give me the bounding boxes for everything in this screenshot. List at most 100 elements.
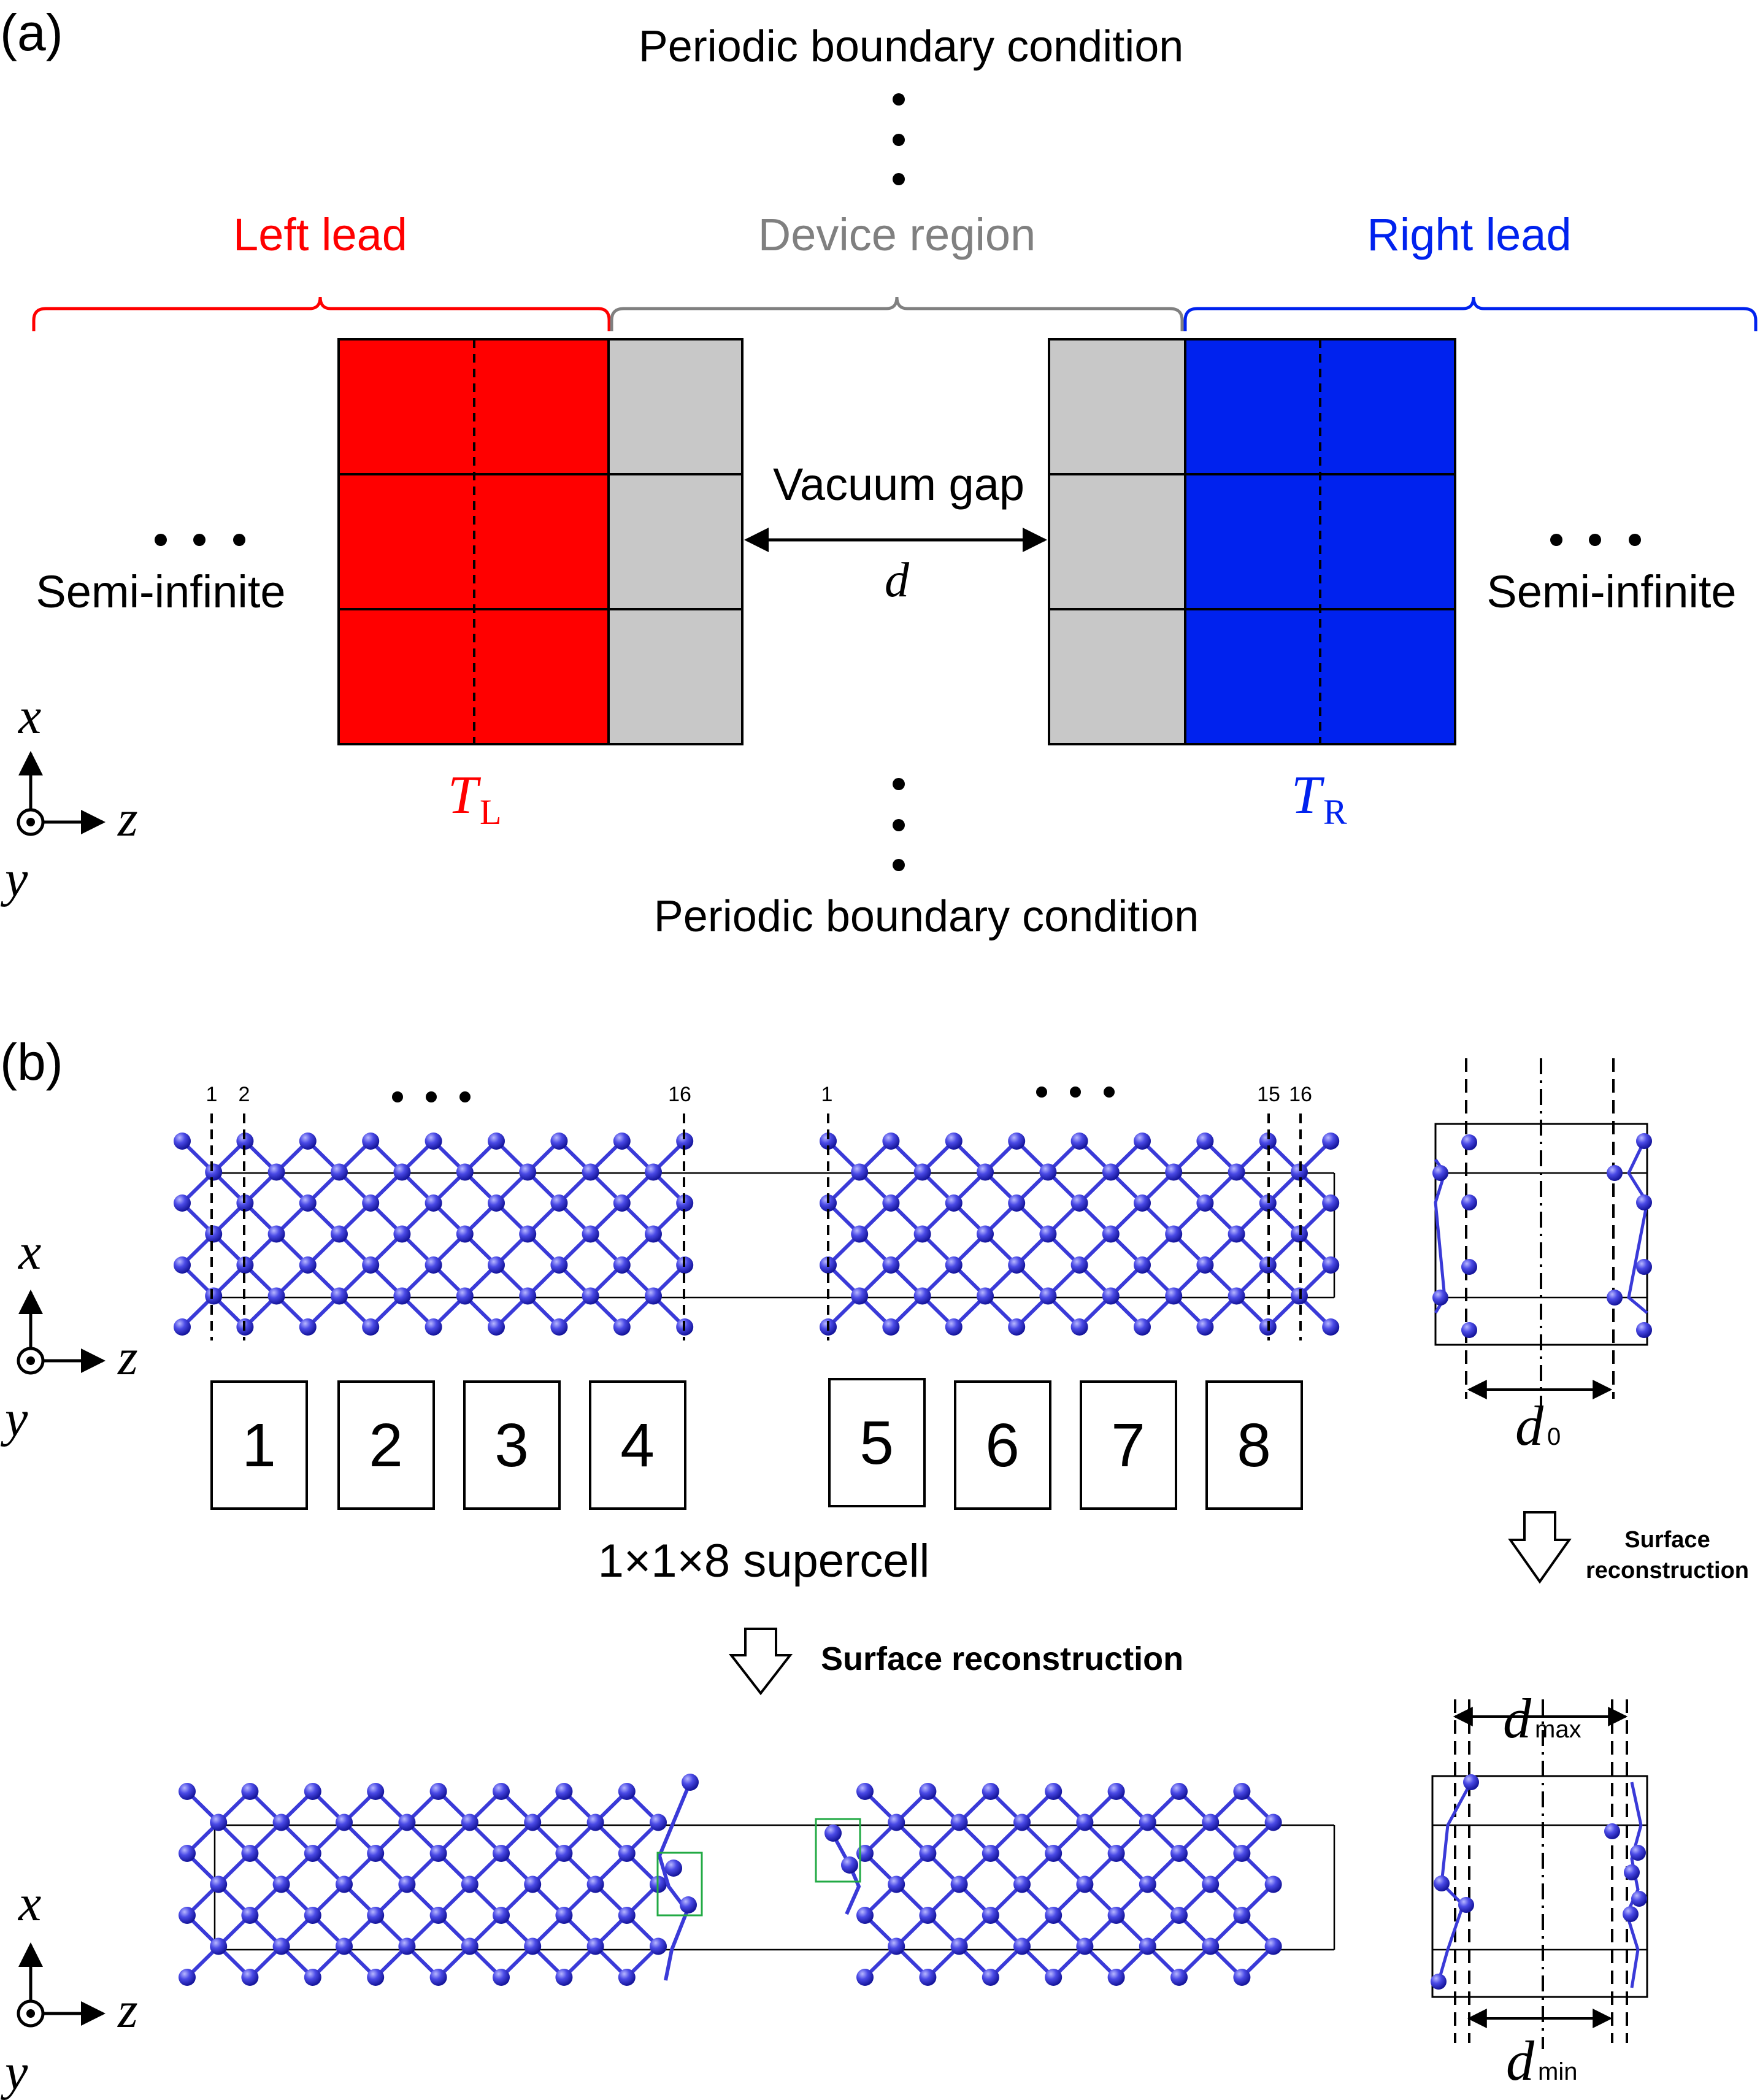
- t-left-main: T: [448, 766, 482, 825]
- atom: [1045, 1907, 1063, 1924]
- atom: [272, 1875, 290, 1893]
- atom: [210, 1813, 228, 1831]
- axis-z-b-top: z: [117, 1329, 138, 1386]
- atom: [1233, 1969, 1251, 1986]
- atom: [888, 1875, 905, 1893]
- atom: [241, 1845, 259, 1862]
- panel-b-label: (b): [0, 1033, 63, 1091]
- atom: [174, 1194, 191, 1212]
- atom: [524, 1813, 542, 1831]
- atom: [1134, 1256, 1151, 1274]
- axis-z-b-bottom: z: [117, 1982, 138, 2039]
- atom: [820, 1133, 837, 1150]
- d0-dimension: d 0: [1467, 1380, 1613, 1457]
- atom: [1322, 1133, 1340, 1150]
- atom: [856, 1969, 874, 1986]
- atom: [586, 1875, 604, 1893]
- pbc-bottom-ellipsis: [893, 778, 905, 871]
- atom: [367, 1783, 385, 1800]
- atom: [1045, 1969, 1063, 1986]
- atom: [519, 1225, 537, 1243]
- side-atom: [1431, 1974, 1447, 1990]
- atom: [393, 1287, 411, 1305]
- side-atom: [1604, 1823, 1620, 1839]
- atom: [493, 1845, 510, 1862]
- layer-label-left-2: 2: [239, 1083, 250, 1106]
- atom: [1107, 1907, 1125, 1924]
- atom: [179, 1907, 196, 1924]
- atom: [1045, 1845, 1063, 1862]
- atom: [882, 1133, 900, 1150]
- layer-label-right-16: 16: [1289, 1083, 1312, 1106]
- atom: [1233, 1783, 1251, 1800]
- atom: [524, 1875, 542, 1893]
- atom: [550, 1133, 568, 1150]
- atom: [174, 1318, 191, 1336]
- vacuum-gap-label: Vacuum gap: [773, 459, 1024, 510]
- t-left-label: T L: [448, 766, 501, 832]
- atom: [982, 1969, 999, 1986]
- atom: [888, 1937, 905, 1955]
- atom: [945, 1133, 963, 1150]
- atom: [945, 1194, 963, 1212]
- atom: [650, 1813, 667, 1831]
- atoms: [820, 1133, 1340, 1336]
- atom: [331, 1163, 348, 1181]
- pbc-top-ellipsis: [893, 93, 905, 185]
- atom: [582, 1287, 599, 1305]
- left-lead-label: Left lead: [233, 209, 407, 260]
- atom: [1165, 1225, 1183, 1243]
- reconstruction-label-reconstruction: reconstruction: [1586, 1558, 1749, 1583]
- atom: [1013, 1875, 1031, 1893]
- atoms: [179, 1783, 667, 1986]
- layer-label-left-1: 1: [206, 1083, 218, 1106]
- atom: [913, 1163, 931, 1181]
- atom: [1139, 1937, 1156, 1955]
- atom: [1139, 1813, 1156, 1831]
- side-cell-frame: [1431, 1775, 1648, 1998]
- atom: [398, 1937, 416, 1955]
- atom: [336, 1875, 353, 1893]
- atom: [367, 1969, 385, 1986]
- side-atom: [1607, 1290, 1623, 1306]
- device-region-label: Device region: [758, 209, 1036, 260]
- atom: [493, 1783, 510, 1800]
- atom: [1008, 1133, 1026, 1150]
- atom: [945, 1318, 963, 1336]
- atom: [1070, 1318, 1088, 1336]
- atom: [1139, 1875, 1156, 1893]
- atom: [210, 1875, 228, 1893]
- atom: [488, 1194, 505, 1212]
- atom: [272, 1937, 290, 1955]
- atom: [1202, 1937, 1220, 1955]
- atom: [950, 1875, 968, 1893]
- atom: [362, 1133, 380, 1150]
- atom: [1102, 1287, 1120, 1305]
- reconstruction-arrow-center: [728, 1628, 793, 1696]
- atom: [456, 1287, 474, 1305]
- atom: [393, 1225, 411, 1243]
- atom: [362, 1256, 380, 1274]
- atom: [493, 1969, 510, 1986]
- atom: [1134, 1318, 1151, 1336]
- layer-label-left-16: 16: [668, 1083, 691, 1106]
- atom: [851, 1287, 869, 1305]
- atom: [1322, 1256, 1340, 1274]
- side-atom: [1432, 1165, 1448, 1181]
- atom: [241, 1783, 259, 1800]
- t-left-sub: L: [480, 792, 501, 832]
- atom: [618, 1907, 636, 1924]
- atom: [919, 1845, 937, 1862]
- bonds: [826, 1139, 1332, 1329]
- atom: [210, 1937, 228, 1955]
- atom: [613, 1194, 631, 1212]
- atom: [650, 1937, 667, 1955]
- atom: [851, 1225, 869, 1243]
- atom: [429, 1845, 447, 1862]
- atom: [179, 1783, 196, 1800]
- atom: [586, 1813, 604, 1831]
- t-right-main: T: [1291, 766, 1325, 825]
- atom: [1196, 1133, 1214, 1150]
- side-atom: [1463, 1774, 1479, 1790]
